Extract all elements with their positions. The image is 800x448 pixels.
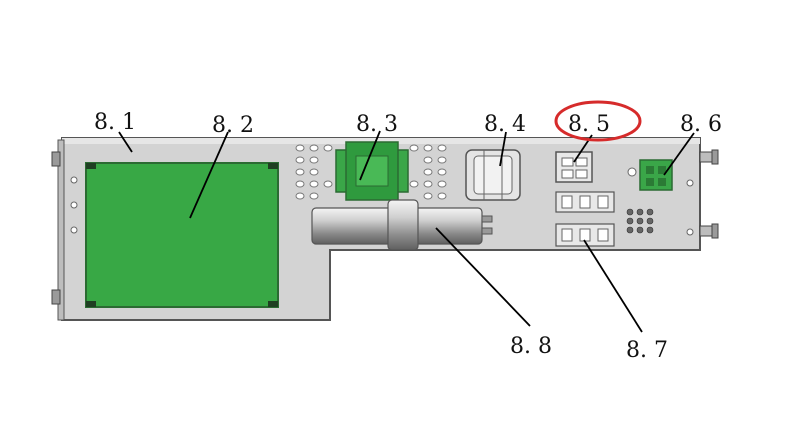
label-8-8: 8. 8 — [510, 334, 552, 359]
transformer — [295, 141, 447, 201]
label-8-7: 8. 7 — [626, 338, 668, 363]
leader-8-6 — [663, 132, 695, 176]
leader-8-1 — [118, 131, 133, 153]
leader-8-7 — [583, 239, 643, 333]
leader-8-4 — [499, 131, 507, 167]
label-8-3: 8. 3 — [356, 112, 398, 137]
label-8-6: 8. 6 — [680, 112, 722, 137]
line-filter — [465, 149, 521, 201]
relay — [555, 151, 593, 183]
leader-lines — [118, 130, 695, 333]
capacitor — [311, 199, 493, 251]
label-8-5: 8. 5 — [568, 112, 610, 137]
terminal-block — [627, 159, 673, 191]
label-8-1: 8. 1 — [94, 110, 136, 135]
callout-labels: 8. 1 8. 2 8. 3 8. 4 8. 5 8. 6 8. 7 8. 8 — [94, 110, 722, 363]
label-8-4: 8. 4 — [484, 112, 526, 137]
leader-8-3 — [359, 130, 381, 181]
label-8-2: 8. 2 — [212, 113, 254, 138]
leader-8-8 — [435, 227, 531, 327]
leader-8-2 — [189, 131, 229, 219]
highlight-ring — [554, 100, 642, 142]
control-board — [85, 162, 279, 308]
contactor-group — [555, 191, 654, 247]
